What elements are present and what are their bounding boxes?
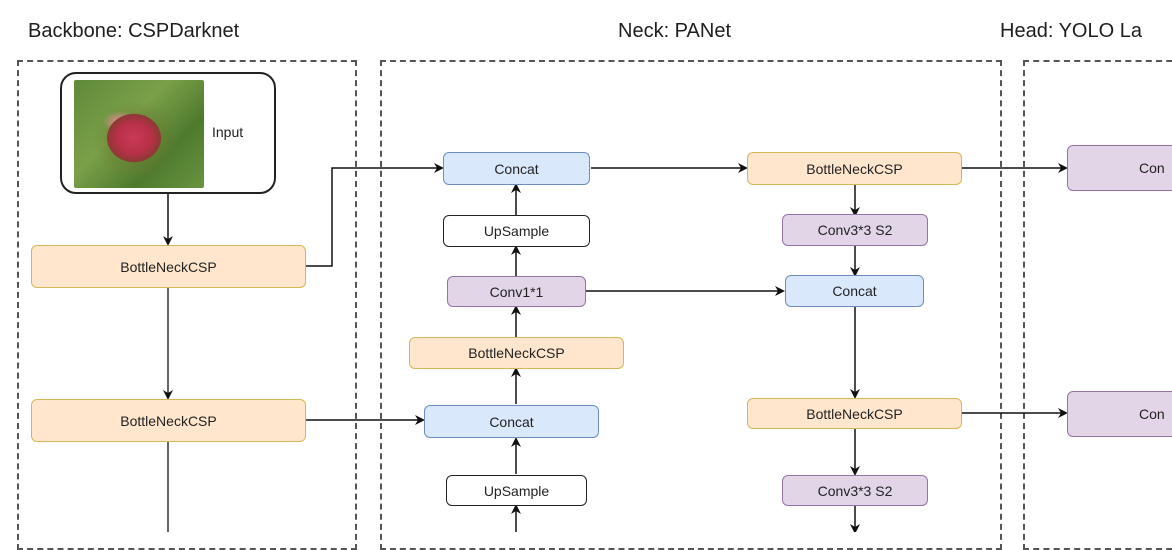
- neck-conv1x1: Conv1*1: [447, 276, 586, 307]
- neck-concat-1: Concat: [443, 152, 590, 185]
- edge-csp1-to-concat1: [306, 163, 444, 267]
- backbone-bottleneckcsp-2: BottleNeckCSP: [31, 399, 306, 442]
- neck-concat-right: Concat: [785, 275, 924, 307]
- neck-bottleneckcsp-right-2: BottleNeckCSP: [747, 398, 962, 429]
- neck-upsample-1: UpSample: [443, 215, 590, 247]
- neck-concat-2: Concat: [424, 405, 599, 438]
- backbone-title: Backbone: CSPDarknet: [28, 20, 240, 42]
- neck-title: Neck: PANet: [618, 20, 731, 42]
- neck-conv3x3-s2-2: Conv3*3 S2: [782, 475, 928, 506]
- edges-layer: [163, 163, 1068, 532]
- neck-upsample-2: UpSample: [446, 475, 587, 506]
- input-image: [74, 80, 204, 188]
- backbone-bottleneckcsp-1: BottleNeckCSP: [31, 245, 306, 288]
- neck-conv3x3-s2-1: Conv3*3 S2: [782, 214, 928, 246]
- neck-bottleneckcsp-left: BottleNeckCSP: [409, 337, 624, 369]
- neck-bottleneckcsp-right-1: BottleNeckCSP: [747, 152, 962, 185]
- input-node: Input: [60, 72, 276, 194]
- input-label: Input: [212, 124, 244, 140]
- head-conv-1: Con: [1067, 145, 1172, 191]
- head-title: Head: YOLO La: [1000, 20, 1142, 42]
- head-conv-2: Con: [1067, 391, 1172, 437]
